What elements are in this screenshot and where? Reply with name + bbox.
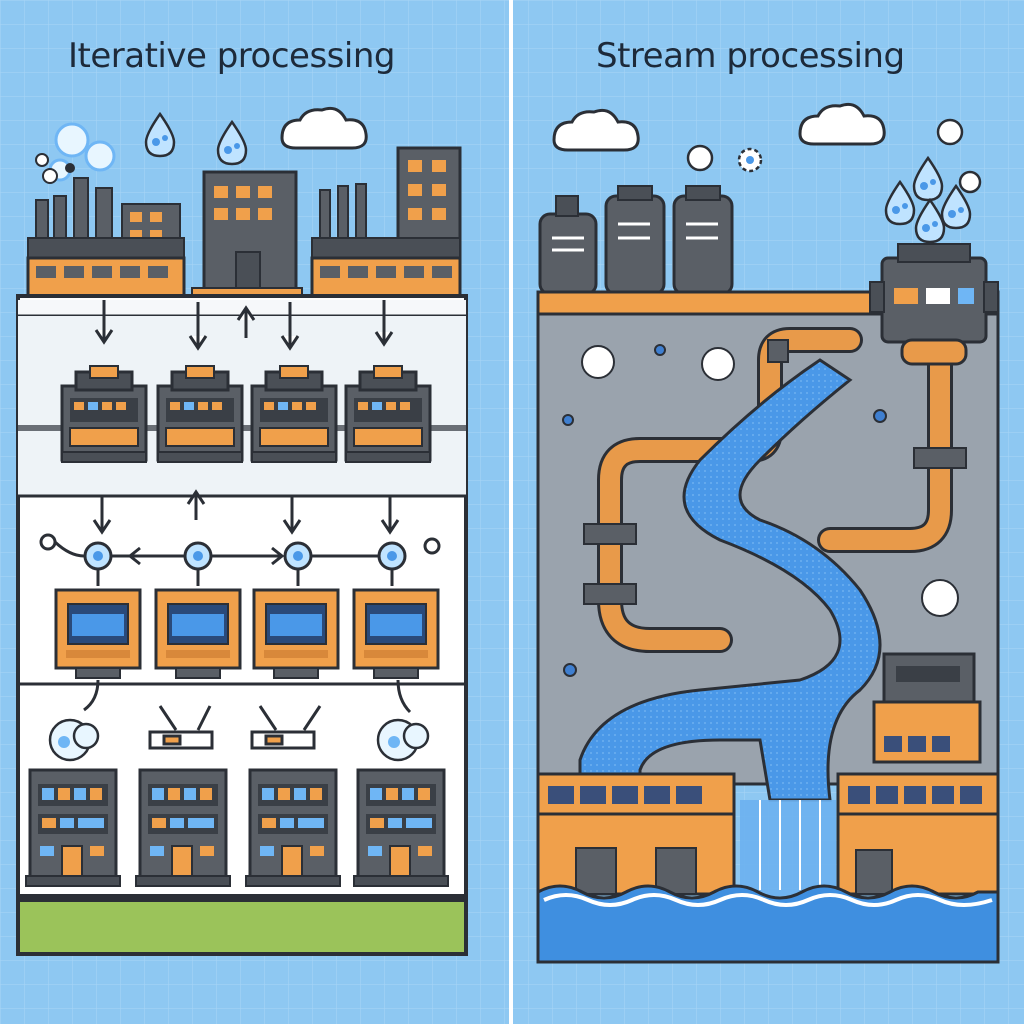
gear-icon bbox=[283, 541, 313, 571]
water-stream bbox=[578, 358, 882, 802]
left-panel bbox=[16, 106, 468, 956]
factory-left bbox=[26, 163, 186, 300]
storage-tank-icon bbox=[538, 195, 598, 296]
monitor-unit bbox=[252, 588, 340, 680]
storage-tank-icon bbox=[672, 185, 734, 296]
building-right bbox=[836, 652, 1000, 896]
particles bbox=[562, 344, 963, 677]
right-panel-title: Stream processing bbox=[596, 36, 905, 76]
storage-tank-icon bbox=[604, 185, 666, 296]
bubble-left bbox=[48, 718, 100, 762]
monitor-unit bbox=[352, 588, 440, 680]
factory-center bbox=[191, 170, 303, 303]
storage-building bbox=[134, 768, 232, 888]
flow-arrows-top bbox=[94, 300, 394, 351]
processor-unit bbox=[344, 364, 432, 464]
gear-chain bbox=[39, 533, 441, 586]
right-panel bbox=[536, 102, 1000, 964]
gear-icon bbox=[737, 147, 763, 173]
bubble bbox=[686, 144, 714, 172]
bubble-right bbox=[376, 718, 430, 762]
storage-building bbox=[244, 768, 342, 888]
monitor-unit bbox=[154, 588, 242, 680]
bubble bbox=[958, 170, 982, 194]
factory-right bbox=[310, 146, 462, 300]
gear-icon bbox=[83, 541, 113, 571]
left-panel-title: Iterative processing bbox=[68, 36, 395, 76]
storage-building bbox=[24, 768, 122, 888]
monitor-unit bbox=[54, 588, 142, 680]
bubble bbox=[936, 118, 964, 146]
pipe-icon bbox=[583, 327, 967, 653]
storage-building bbox=[352, 768, 450, 888]
processor-unit bbox=[156, 364, 244, 464]
ground bbox=[16, 898, 468, 956]
connectors-bottom bbox=[83, 679, 412, 750]
flow-arrows-mid bbox=[92, 489, 400, 535]
water-foam bbox=[543, 893, 993, 907]
waterfall-lines bbox=[759, 800, 821, 890]
gear-icon bbox=[183, 541, 213, 571]
bubble-cluster bbox=[35, 122, 116, 182]
processor-unit bbox=[250, 364, 338, 464]
building-left bbox=[536, 772, 736, 896]
processor-unit bbox=[60, 364, 148, 464]
waterfall bbox=[740, 800, 836, 896]
processor-icon bbox=[869, 243, 999, 366]
gear-icon bbox=[377, 541, 407, 571]
